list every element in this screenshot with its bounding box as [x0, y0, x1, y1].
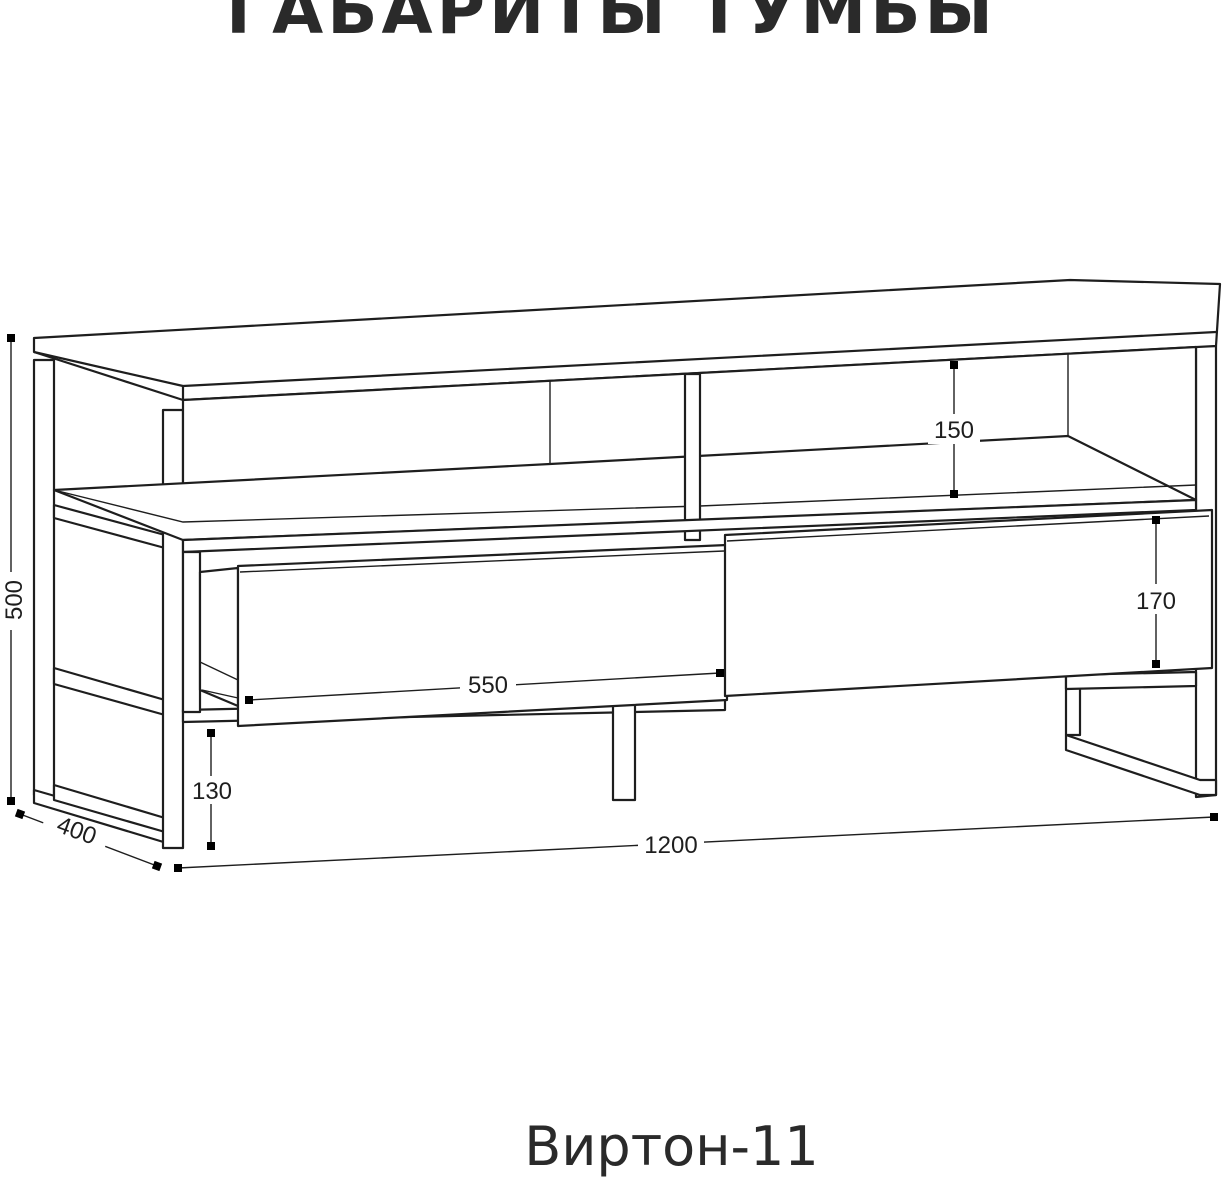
- dimension-height: [0, 334, 24, 805]
- left-drawer: [198, 543, 729, 728]
- dimension-clearance: [188, 729, 236, 850]
- cabinet-body: [52, 345, 1198, 724]
- dimension-width: [174, 813, 1218, 872]
- dimension-shelf: [928, 361, 980, 498]
- shelf-height-label: 150: [934, 417, 974, 444]
- model-name: Виртон-11: [524, 1115, 819, 1178]
- center-leg: [611, 702, 637, 802]
- page-title: ГАБАРИТЫ ТУМБЫ: [226, 0, 997, 49]
- dimension-drawer-height: [1130, 516, 1182, 668]
- dimension-drawer-width: [245, 669, 724, 704]
- drawer-height-label: 170: [1136, 588, 1176, 615]
- top-panel: [32, 278, 1222, 402]
- left-frame: [32, 358, 185, 850]
- height-label: 500: [1, 580, 28, 620]
- right-drawer: [723, 508, 1214, 698]
- dimension-depth: [14, 808, 163, 872]
- clearance-label: 130: [192, 778, 232, 805]
- width-label: 1200: [644, 832, 697, 859]
- drawer-width-label: 550: [468, 672, 508, 699]
